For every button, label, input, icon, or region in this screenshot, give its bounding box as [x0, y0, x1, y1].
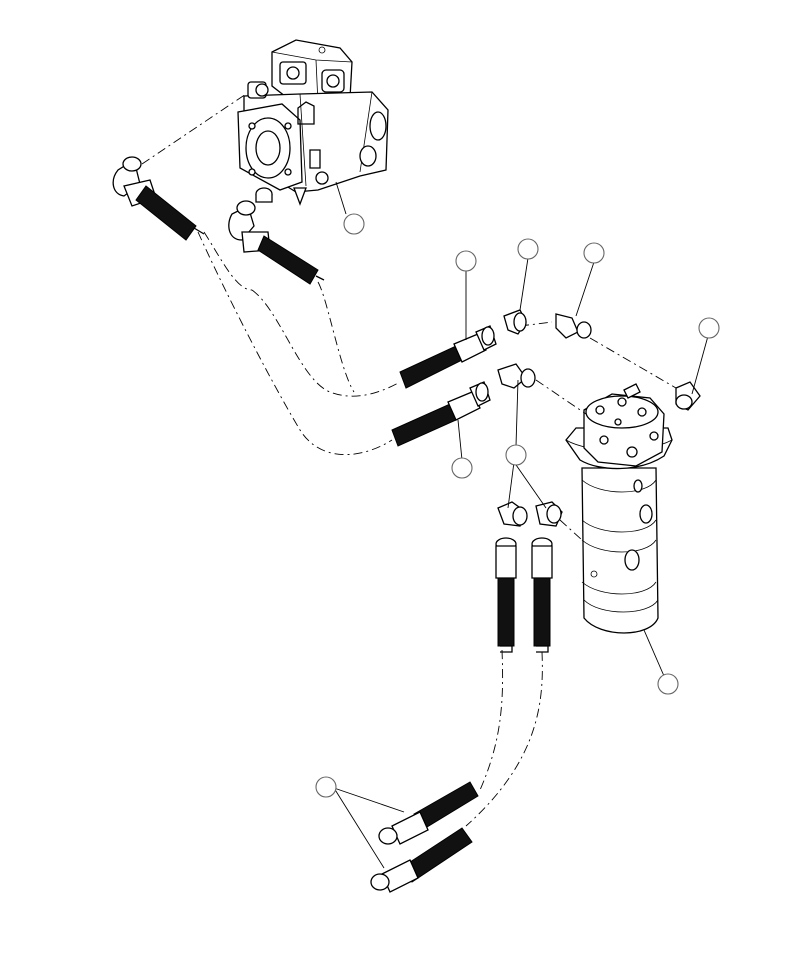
- callout-elbow-a[interactable]: [517, 238, 539, 260]
- upper-hose-pair[interactable]: [112, 156, 325, 285]
- callout-hose-upper[interactable]: [455, 250, 477, 272]
- callout-bottom-hoses[interactable]: [315, 776, 337, 798]
- callout-hose-lower[interactable]: [451, 457, 473, 479]
- callout-elbow-right[interactable]: [698, 317, 720, 339]
- callout-pump[interactable]: [343, 213, 365, 235]
- callout-leaders: [333, 181, 709, 869]
- routing-lines: [141, 93, 677, 827]
- callout-elbow-pair[interactable]: [505, 444, 527, 466]
- hydraulic-pump[interactable]: [237, 39, 389, 206]
- middle-hose-pair[interactable]: [391, 325, 497, 447]
- rotary-manifold[interactable]: [565, 383, 673, 634]
- vertical-hose-pair[interactable]: [495, 537, 553, 653]
- callout-manifold[interactable]: [657, 673, 679, 695]
- elbow-fittings[interactable]: [497, 309, 701, 527]
- callout-elbow-b[interactable]: [583, 242, 605, 264]
- lower-hose-pair[interactable]: [370, 781, 479, 893]
